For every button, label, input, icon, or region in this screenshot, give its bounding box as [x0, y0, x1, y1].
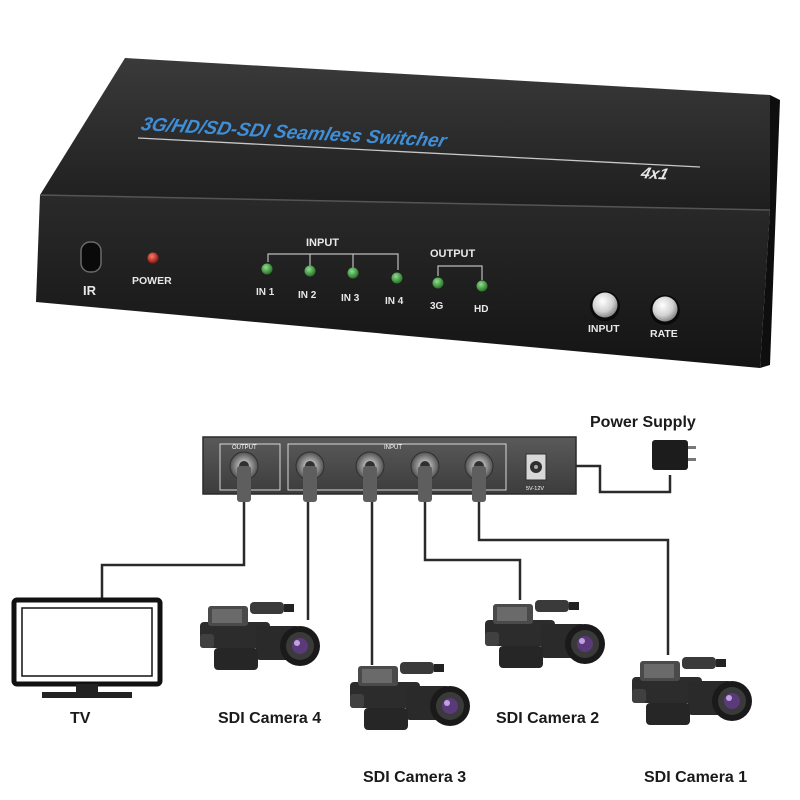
led-in-4 [391, 272, 403, 284]
panel-output-label: OUTPUT [232, 445, 257, 451]
device-model: 4x1 [638, 164, 670, 183]
camera-4-label: SDI Camera 4 [218, 710, 321, 727]
led-in-4-label: IN 4 [385, 296, 404, 307]
camera-3-label: SDI Camera 3 [363, 769, 466, 786]
switcher-device: 3G/HD/SD-SDI Seamless Switcher 4x1 IR PO… [36, 58, 780, 368]
led-in-1-label: IN 1 [256, 287, 275, 298]
panel-input-label: INPUT [384, 445, 402, 451]
bnc-input-4 [295, 451, 325, 502]
led-3g [432, 277, 444, 289]
input-button-label: INPUT [588, 323, 620, 335]
camera-2-label: SDI Camera 2 [496, 710, 599, 727]
led-in-3 [347, 267, 359, 279]
output-group-label: OUTPUT [430, 248, 476, 260]
rate-button[interactable] [650, 295, 680, 325]
device-top [40, 58, 770, 210]
dc-jack [525, 453, 547, 481]
input-button[interactable] [590, 291, 620, 321]
rear-panel [202, 436, 577, 495]
led-hd-label: HD [474, 304, 488, 315]
power-adapter-icon [652, 440, 696, 470]
power-label: POWER [132, 275, 172, 287]
input-group-label: INPUT [306, 237, 339, 249]
bnc-input-2 [410, 451, 440, 502]
camera-2-icon [485, 600, 605, 668]
power-supply-label: Power Supply [590, 414, 696, 431]
tv-icon [11, 597, 163, 698]
led-hd [476, 280, 488, 292]
power-led [147, 252, 159, 264]
cables [100, 464, 672, 665]
led-in-3-label: IN 3 [341, 293, 360, 304]
rate-button-label: RATE [650, 328, 678, 340]
bnc-output [229, 451, 259, 502]
panel-power-label: 5V-12V [526, 486, 544, 492]
camera-1-label: SDI Camera 1 [644, 769, 747, 786]
camera-3-icon [350, 662, 470, 730]
camera-4-icon [200, 602, 320, 670]
led-in-1 [261, 263, 273, 275]
device-front [36, 195, 770, 368]
led-in-2-label: IN 2 [298, 290, 317, 301]
led-in-2 [304, 265, 316, 277]
tv-label: TV [70, 710, 91, 727]
camera-1-icon [632, 657, 752, 725]
bnc-input-3 [355, 451, 385, 502]
connection-diagram: OUTPUT INPUT 5V-12V [11, 414, 752, 786]
led-3g-label: 3G [430, 301, 444, 312]
ir-window [80, 241, 102, 273]
bnc-input-1 [464, 451, 494, 502]
ir-label: IR [83, 283, 97, 298]
